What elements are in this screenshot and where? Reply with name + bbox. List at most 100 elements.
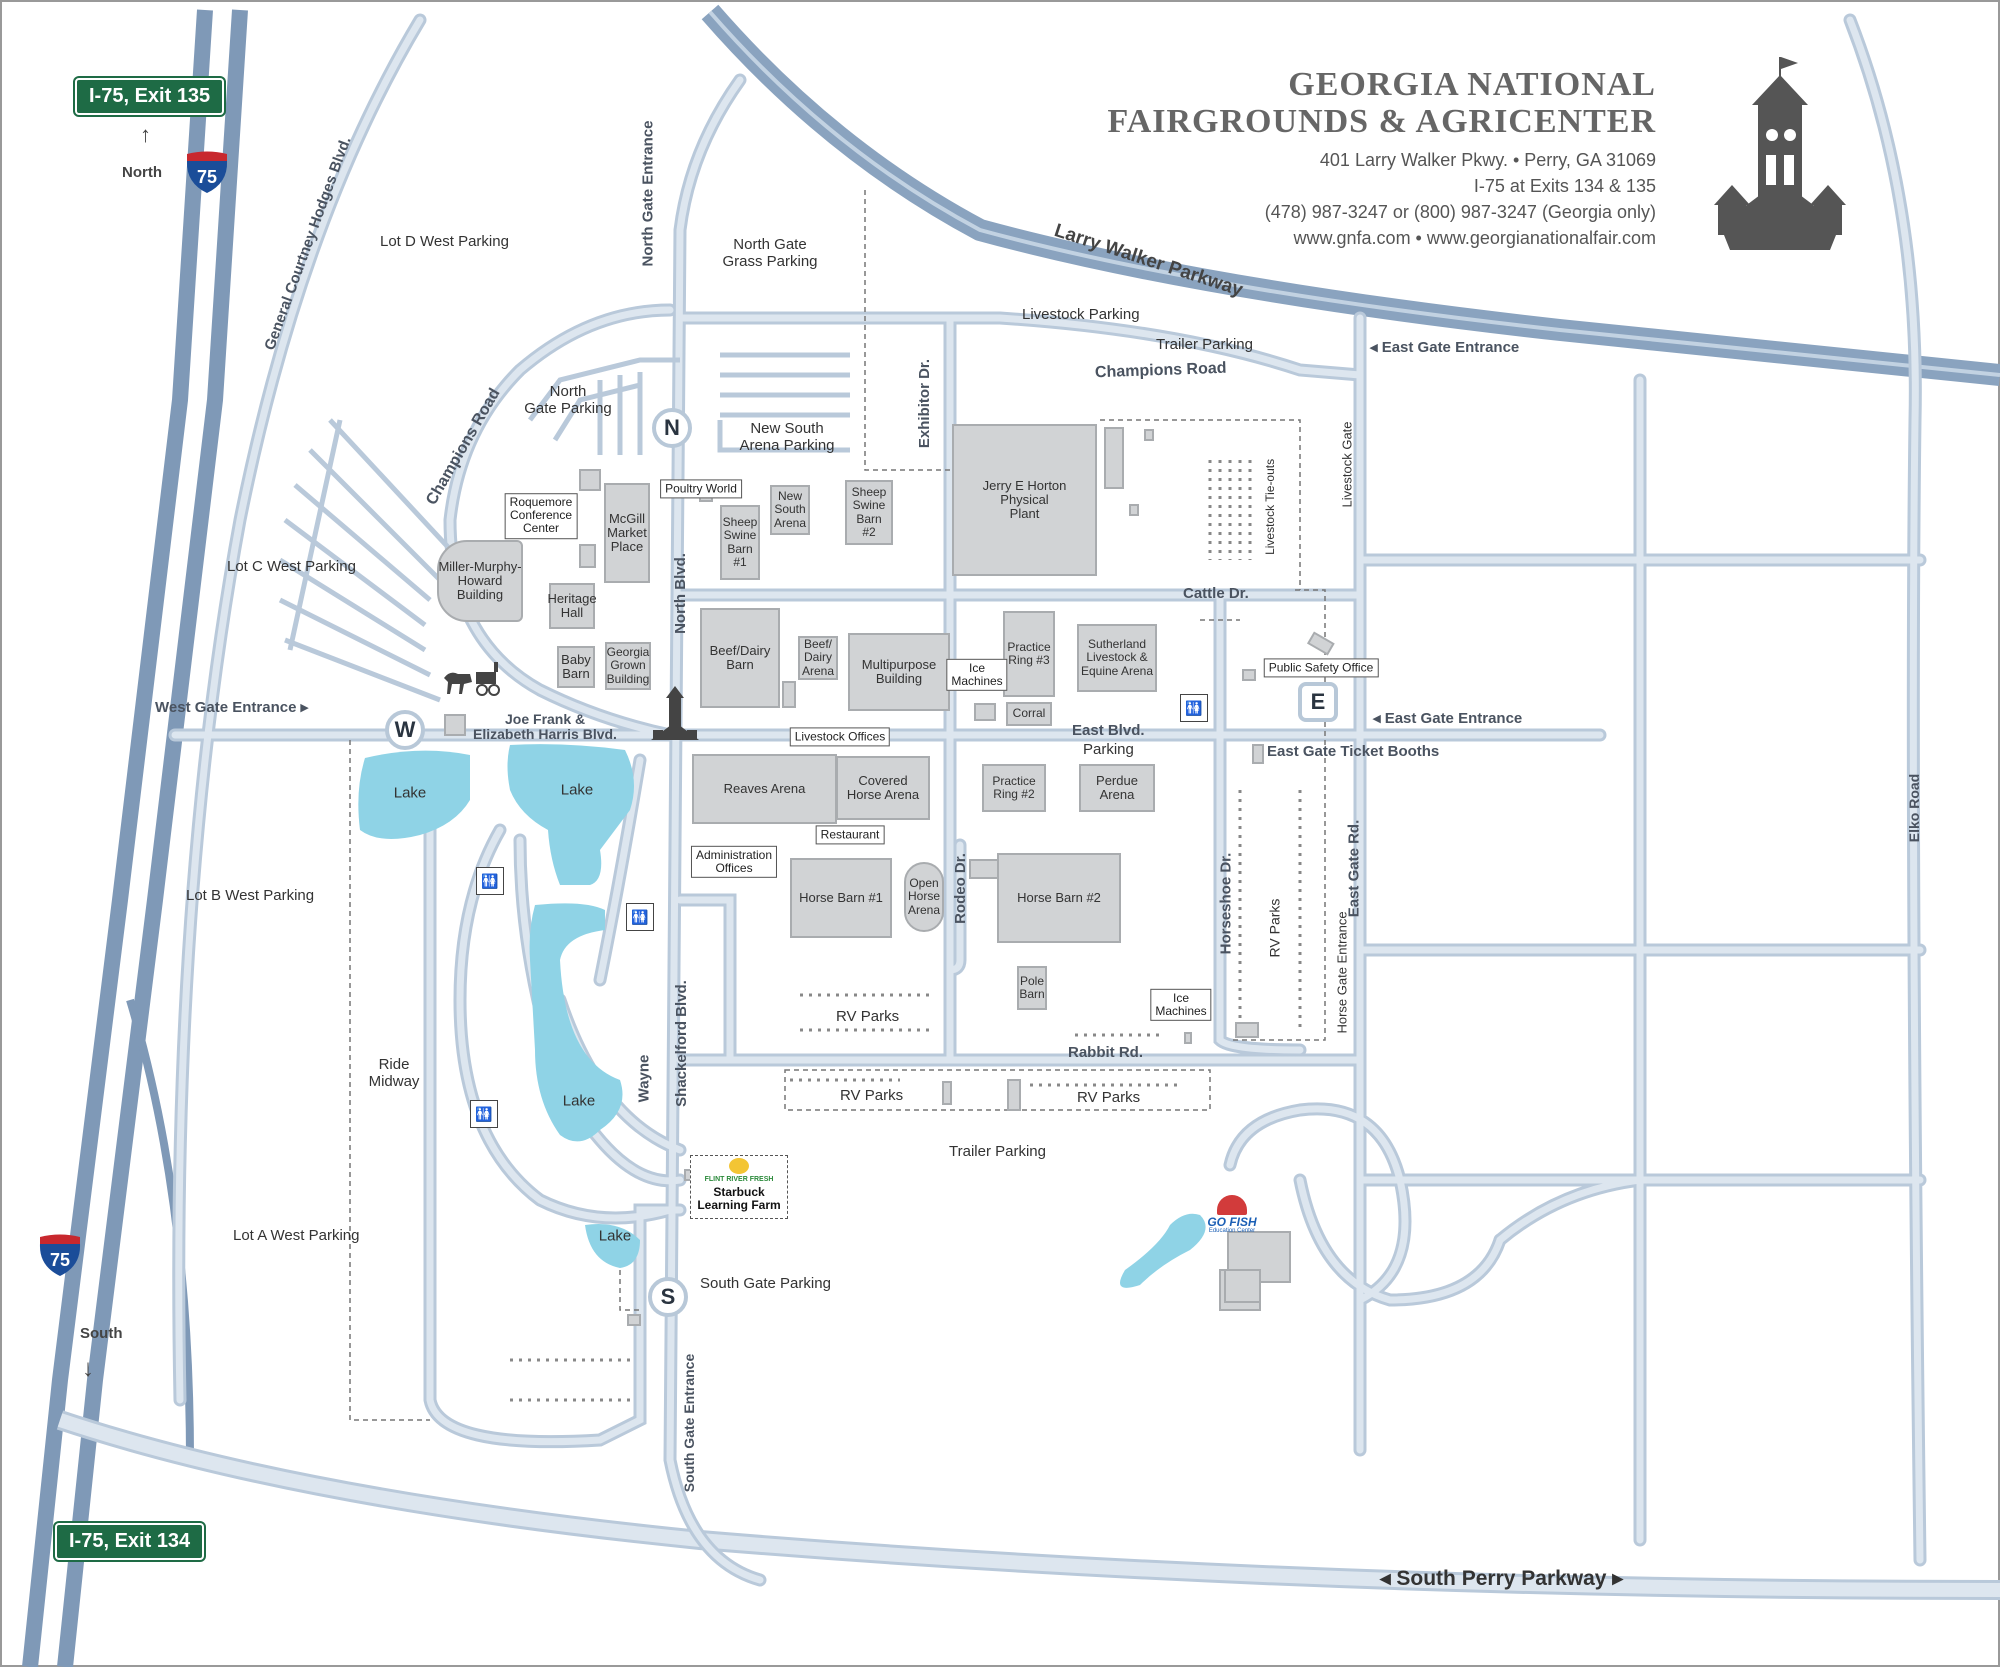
joe-frank-label: Joe Frank & [505, 711, 586, 727]
starbuck-text: Starbuck Learning Farm [697, 1185, 781, 1212]
public-safety-office-callout: Public Safety Office [1263, 658, 1379, 678]
east-gate-rd-label: East Gate Rd. [1345, 819, 1363, 918]
horse-gate-entrance-label: Horse Gate Entrance [1334, 911, 1350, 1034]
horseshoe-dr-label: Horseshoe Dr. [1217, 852, 1235, 955]
new-south-arena-parking-label: New South Arena Parking [739, 419, 835, 454]
north-blvd-label: North Blvd. [671, 553, 689, 634]
rv-parks-east-label: RV Parks [1266, 898, 1283, 958]
lake-4-label: Lake [598, 1227, 632, 1245]
covered-horse-arena: Covered Horse Arena [836, 756, 930, 820]
gofish-text: GO FISH [1207, 1215, 1257, 1229]
perdue-arena: Perdue Arena [1079, 764, 1155, 812]
multipurpose-building: Multipurpose Building [848, 633, 950, 711]
open-horse-arena: Open Horse Arena [904, 862, 944, 932]
trailer-parking-bottom-label: Trailer Parking [949, 1143, 1046, 1160]
heritage-hall: Heritage Hall [547, 583, 597, 629]
east-gate-entrance-top-label: ◂ East Gate Entrance [1370, 339, 1520, 356]
gofish-subtitle: Education Center [1208, 1228, 1256, 1234]
south-gate-marker[interactable]: S [648, 1277, 688, 1317]
south-label: South [80, 1325, 123, 1342]
lot-a-label: Lot A West Parking [233, 1227, 360, 1244]
south-perry-parkway-text: South Perry Parkway [1396, 1567, 1607, 1590]
west-gate-marker[interactable]: W [385, 710, 425, 750]
rabbit-rd-label: Rabbit Rd. [1068, 1044, 1143, 1061]
east-gate-marker[interactable]: E [1298, 682, 1338, 722]
beef-dairy-barn: Beef/Dairy Barn [700, 608, 780, 708]
baby-barn: Baby Barn [557, 646, 595, 688]
practice-ring-3: Practice Ring #3 [1003, 611, 1055, 697]
poultry-world-callout: Poultry World [660, 479, 742, 499]
lake-1-label: Lake [393, 784, 427, 802]
lot-c-parking-lanes [278, 418, 462, 703]
horse-barn-2: Horse Barn #2 [997, 853, 1121, 943]
practice-ring-2: Practice Ring #2 [982, 764, 1046, 812]
restaurant-callout: Restaurant [815, 825, 885, 845]
west-gate-entrance-label: West Gate Entrance ▸ [155, 699, 309, 716]
exit-135-sign: I-75, Exit 135 [75, 78, 225, 115]
livestock-gate-label: Livestock Gate [1339, 421, 1355, 508]
east-gate-entrance-mid-label: ◂ East Gate Entrance [1373, 710, 1523, 727]
horse-carriage-icon [444, 662, 500, 696]
venue-web[interactable]: www.gnfa.com • www.georgianationalfair.c… [1293, 228, 1656, 248]
exhibitor-dr-label: Exhibitor Dr. [916, 358, 934, 449]
sheep-swine-barn-2: Sheep Swine Barn #2 [845, 480, 893, 545]
west-gate-entrance-text: West Gate Entrance [155, 699, 297, 716]
north-gate-grass-label: North Gate Grass Parking [722, 235, 818, 270]
reaves-arena: Reaves Arena [692, 754, 837, 824]
south-gate-entrance-label: South Gate Entrance [681, 1353, 698, 1493]
starbuck-learning-farm: FLINT RIVER FRESH Starbuck Learning Farm [690, 1155, 788, 1219]
arrow-north-icon: ↑ [140, 122, 151, 147]
clock-tower-icon [1714, 57, 1846, 250]
venue-address: 401 Larry Walker Pkwy. • Perry, GA 31069 [1319, 150, 1656, 170]
restroom-icon: 🚻 [470, 1100, 498, 1128]
joe-frank-label-line2: Elizabeth Harris Blvd. [473, 726, 617, 742]
beef-dairy-arena: Beef/ Dairy Arena [798, 636, 838, 680]
sheep-swine-barn-1: Sheep Swine Barn #1 [720, 505, 760, 580]
svg-text:75: 75 [50, 1250, 70, 1270]
south-gate-parking-label: South Gate Parking [700, 1275, 831, 1292]
pole-barn: Pole Barn [1017, 966, 1047, 1010]
shackelford-blvd-label: Shackelford Blvd. [672, 980, 690, 1107]
lot-d-label: Lot D West Parking [380, 233, 509, 250]
north-gate-marker[interactable]: N [652, 408, 692, 448]
jerry-e-horton-physical-plant: Jerry E Horton Physical Plant [952, 424, 1097, 576]
trailer-parking-top-label: Trailer Parking [1156, 336, 1253, 353]
east-blvd-parking-label: Parking [1083, 741, 1134, 758]
svg-text:75: 75 [197, 167, 217, 187]
venue-title-line1: GEORGIA NATIONAL [1288, 66, 1656, 103]
new-south-arena: New South Arena [770, 485, 810, 535]
elko-road-label: Elko Road [1906, 773, 1923, 843]
east-blvd-label: East Blvd. [1072, 722, 1145, 739]
ice-machines-callout-1: Ice Machines [946, 658, 1008, 692]
restroom-icon: 🚻 [476, 867, 504, 895]
venue-exits: I-75 at Exits 134 & 135 [1473, 176, 1656, 196]
interstate-shield-icon: 75 [39, 1234, 81, 1276]
rv-parks-3-label: RV Parks [1077, 1089, 1141, 1106]
lake-2-label: Lake [560, 781, 594, 799]
lot-c-label: Lot C West Parking [227, 558, 356, 575]
miller-murphy-howard-building: Miller-Murphy- Howard Building [437, 540, 523, 622]
rv-parks-1-label: RV Parks [836, 1008, 900, 1025]
sun-icon [729, 1158, 749, 1174]
lakes [358, 744, 1206, 1288]
north-gate-entrance-label: North Gate Entrance [639, 120, 657, 267]
east-gate-entrance-mid-text: East Gate Entrance [1384, 710, 1523, 727]
roquemore-conference-center-callout: Roquemore Conference Center [504, 493, 578, 539]
restroom-icon: 🚻 [1180, 694, 1208, 722]
south-perry-parkway-label: ◂ South Perry Parkway ▸ [1380, 1567, 1623, 1590]
livestock-tieouts-label: Livestock Tie-outs [1263, 458, 1278, 555]
east-gate-ticket-booths-label: East Gate Ticket Booths [1267, 743, 1440, 760]
rv-parks-2-label: RV Parks [840, 1087, 904, 1104]
corral: Corral [1006, 702, 1052, 726]
ice-machines-callout-2: Ice Machines [1150, 988, 1212, 1022]
venue-title-line2: FAIRGROUNDS & AGRICENTER [1107, 103, 1656, 141]
venue-phone: (478) 987-3247 or (800) 987-3247 (Georgi… [1264, 202, 1656, 222]
horse-barn-1: Horse Barn #1 [790, 858, 892, 938]
lake-3-label: Lake [562, 1092, 596, 1110]
central-clock-tower-icon [651, 686, 699, 740]
interstate-shield-icon: 75 [186, 151, 228, 193]
lot-b-label: Lot B West Parking [186, 887, 315, 904]
administration-offices-callout: Administration Offices [690, 845, 778, 879]
